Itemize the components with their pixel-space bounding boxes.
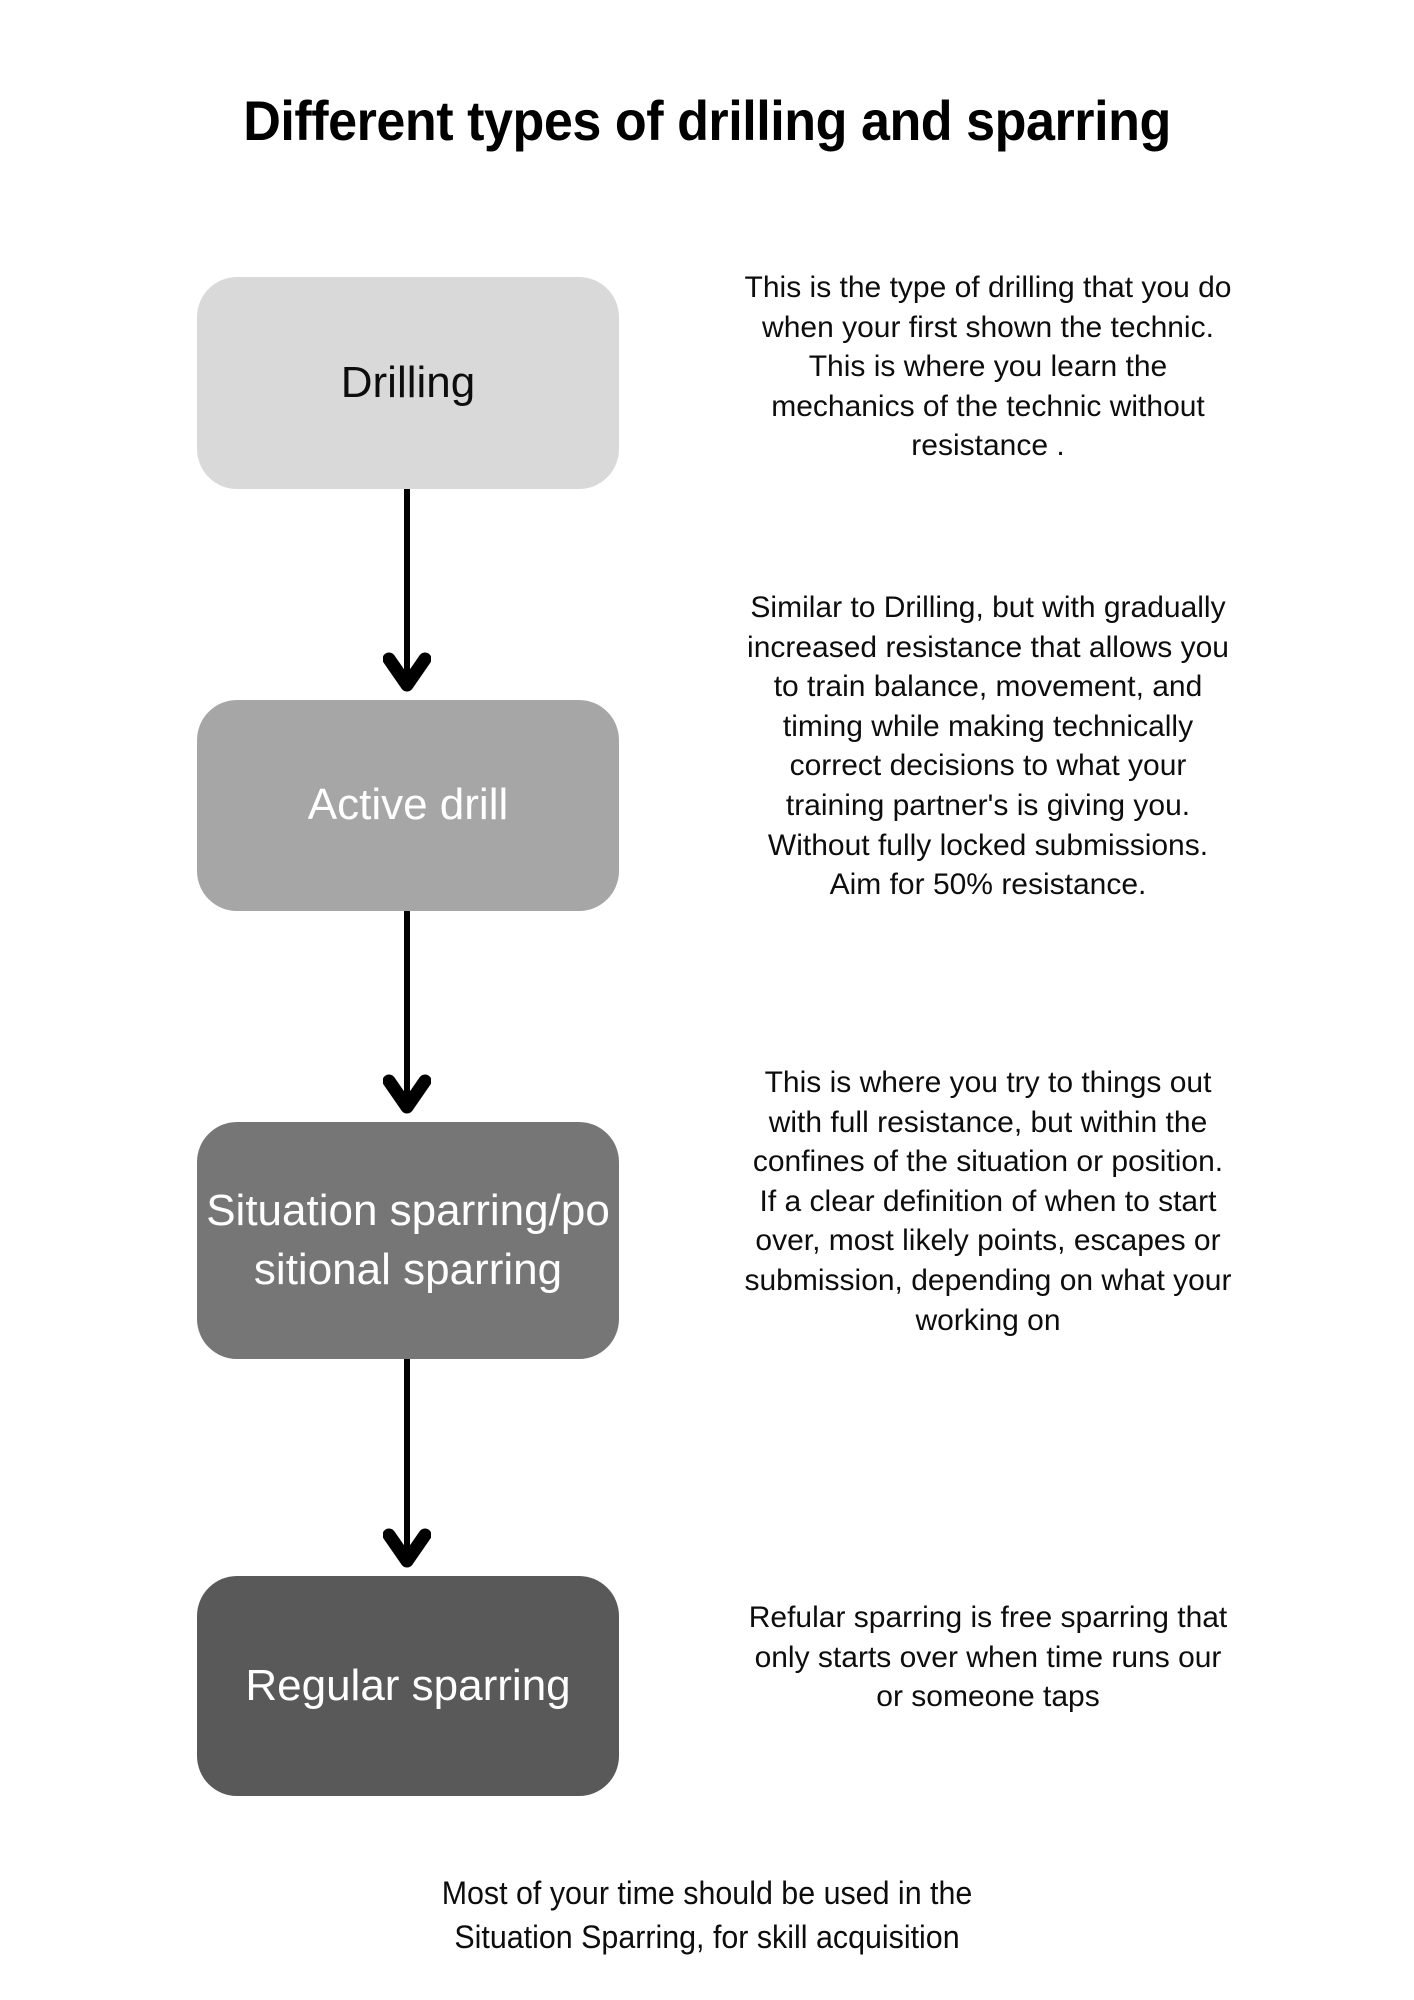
description-active-drill: Similar to Drilling, but with gradually … <box>747 591 1229 902</box>
page-title: Different types of drilling and sparring <box>243 88 1171 152</box>
flow-step-regular-sparring: Regular sparring <box>197 1576 619 1796</box>
description-regular-sparring: Refular sparring is free sparring that o… <box>748 1601 1228 1714</box>
flow-step-situation-sparring-label: Situation sparring/positional sparring <box>206 1186 610 1294</box>
down-arrow-icon <box>383 911 431 1114</box>
flow-step-active-drill: Active drill <box>197 700 619 911</box>
flow-step-situation-sparring: Situation sparring/positional sparring <box>197 1122 619 1359</box>
description-situation-sparring: This is where you try to things out with… <box>744 1066 1232 1337</box>
flow-step-drilling: Drilling <box>197 277 619 489</box>
footer-note: Most of your time should be used in the … <box>441 1875 973 1955</box>
down-arrow-icon <box>383 489 431 692</box>
flow-step-active-drill-label: Active drill <box>307 780 509 830</box>
flow-step-regular-sparring-label: Regular sparring <box>245 1660 571 1710</box>
flow-step-drilling-label: Drilling <box>340 357 476 407</box>
connector-situation-to-regular <box>383 1359 431 1577</box>
connector-drilling-to-active-drill <box>383 489 431 701</box>
connector-active-drill-to-situation <box>383 911 431 1123</box>
description-drilling: This is the type of drilling that you do… <box>744 271 1232 463</box>
down-arrow-icon <box>383 1359 431 1568</box>
